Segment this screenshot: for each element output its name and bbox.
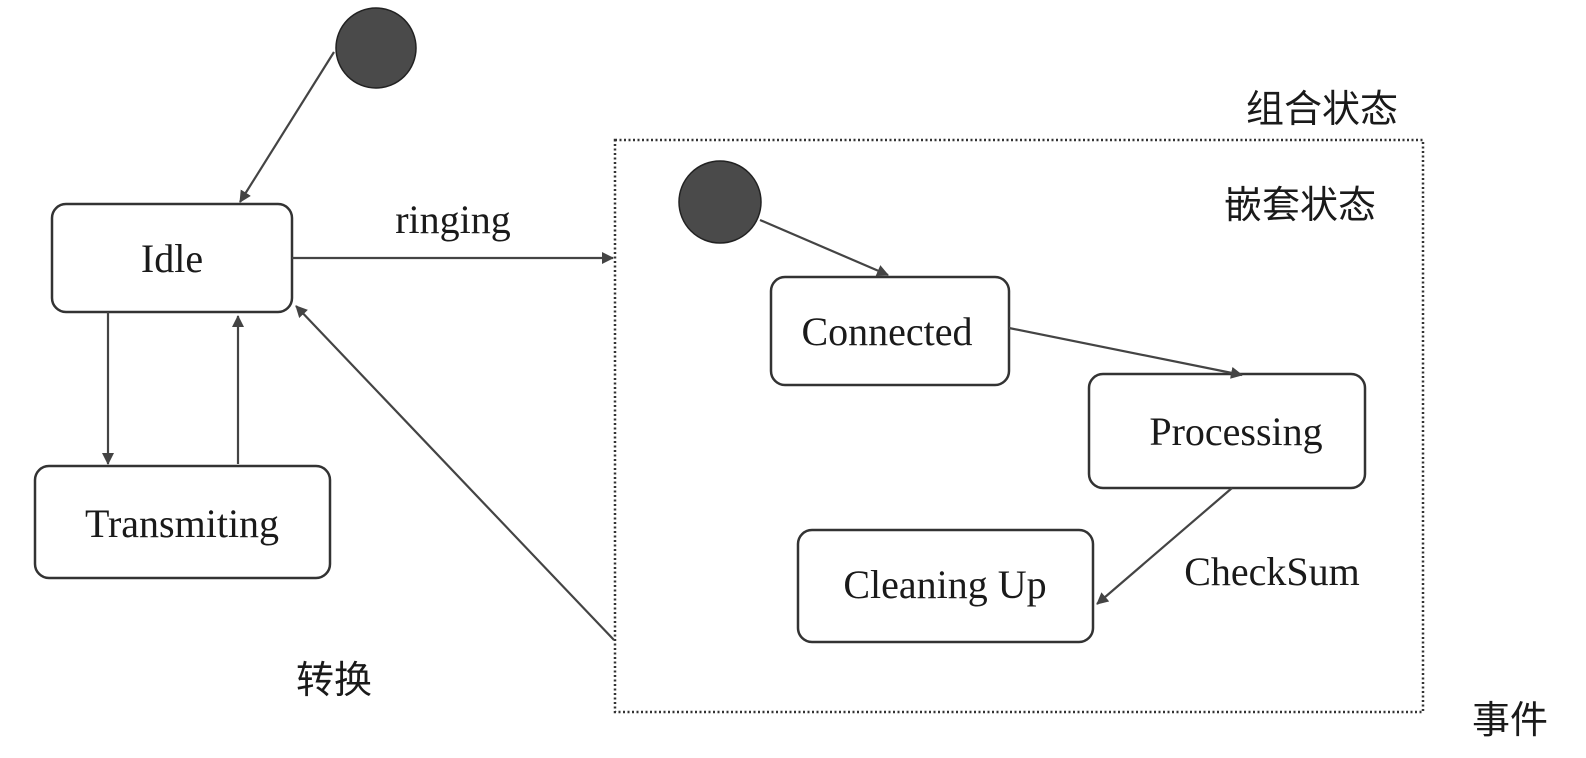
event-label-checksum: CheckSum xyxy=(1184,549,1360,594)
transition-checksum xyxy=(1096,487,1233,605)
transition-nested-initial-to-connected xyxy=(759,218,889,277)
state-connected: Connected xyxy=(769,275,1011,387)
state-connected-label: Connected xyxy=(801,309,972,354)
initial-state-dot xyxy=(335,7,417,89)
annotation-event: 事件 xyxy=(1472,698,1548,742)
nested-initial-state-dot xyxy=(678,160,762,244)
state-idle-label: Idle xyxy=(141,236,203,281)
state-processing: Processing xyxy=(1087,372,1367,490)
annotation-transition: 转换 xyxy=(296,658,372,702)
annotation-nested-state: 嵌套状态 xyxy=(1224,183,1376,227)
state-processing-label: Processing xyxy=(1149,409,1322,454)
composite-state-box xyxy=(613,138,1425,714)
state-idle: Idle xyxy=(50,202,294,314)
event-label-ringing: ringing xyxy=(395,197,511,242)
transition-connected-to-processing xyxy=(1008,326,1243,379)
annotation-composite-state: 组合状态 xyxy=(1246,87,1398,131)
state-cleaning-up-label: Cleaning Up xyxy=(843,562,1046,607)
state-transmiting-label: Transmiting xyxy=(85,501,279,546)
state-cleaning-up: Cleaning Up xyxy=(796,528,1095,644)
state-transmiting: Transmiting xyxy=(33,464,332,580)
transition-composite-to-idle xyxy=(295,305,615,641)
transition-initial-to-idle xyxy=(239,51,335,203)
